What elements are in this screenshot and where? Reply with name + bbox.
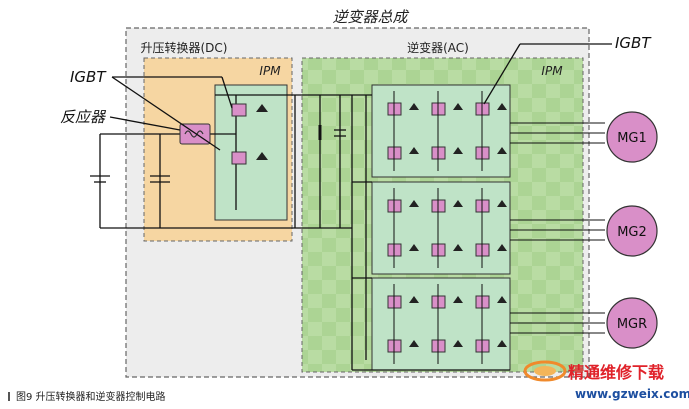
diode-icon: [497, 340, 507, 347]
watermark-name: 精通维修下载: [568, 363, 664, 382]
boost-converter-label: 升压转换器(DC): [141, 40, 228, 55]
phase-lines: [510, 122, 605, 334]
diode-icon: [453, 244, 463, 251]
motor-mg1: MG1: [606, 111, 658, 163]
inverter-label: 逆变器(AC): [407, 40, 469, 55]
igbt-callout-right: IGBT: [615, 34, 652, 52]
motor-mgr-label: MGR: [617, 317, 647, 332]
diode-icon: [409, 296, 419, 303]
diode-icon: [409, 340, 419, 347]
diode-icon: [497, 147, 507, 154]
motor-mg2-label: MG2: [617, 225, 647, 240]
boost-ipm-panel: [214, 84, 288, 221]
assembly-title: 逆变器总成: [332, 8, 409, 26]
diode-icon: [453, 340, 463, 347]
watermark-url: www.gzweix.com: [575, 387, 689, 401]
mg2-ipm-panel: [371, 181, 511, 275]
reactor-component: [179, 123, 211, 145]
battery: [90, 125, 346, 183]
ipm-label-inverter: IPM: [541, 64, 563, 78]
reactor-callout: 反应器: [60, 108, 107, 126]
motor-mg1-label: MG1: [617, 131, 647, 146]
reactor-coil-icon: [184, 130, 204, 138]
diode-icon: [453, 147, 463, 154]
ipm-label-boost: IPM: [259, 64, 281, 78]
inverter-igbt-grid: [387, 91, 507, 364]
diode-icon: [409, 103, 419, 110]
diode-icon: [409, 200, 419, 207]
diode-icon: [497, 103, 507, 110]
mg1-ipm-panel: [371, 84, 511, 178]
diode-icon: [453, 200, 463, 207]
diode-icon: [453, 103, 463, 110]
caption-bar: [8, 392, 10, 401]
diode-icon: [497, 200, 507, 207]
diode-icon: [497, 244, 507, 251]
diode-icon: [497, 296, 507, 303]
diode-icon: [409, 147, 419, 154]
diode-icon: [453, 296, 463, 303]
motor-mg2: MG2: [606, 205, 658, 257]
diode-icon: [409, 244, 419, 251]
caption-text: 图9 升压转换器和逆变器控制电路: [16, 392, 166, 403]
igbt-callout-left: IGBT: [70, 68, 107, 86]
watermark-logo: 精通维修下载 www.gzweix.com: [523, 360, 689, 401]
boost-igbt-group: [231, 103, 268, 165]
mgr-ipm-panel: [371, 277, 511, 371]
figure-caption: 图9 升压转换器和逆变器控制电路: [8, 388, 166, 403]
motor-mgr: MGR: [606, 297, 658, 349]
